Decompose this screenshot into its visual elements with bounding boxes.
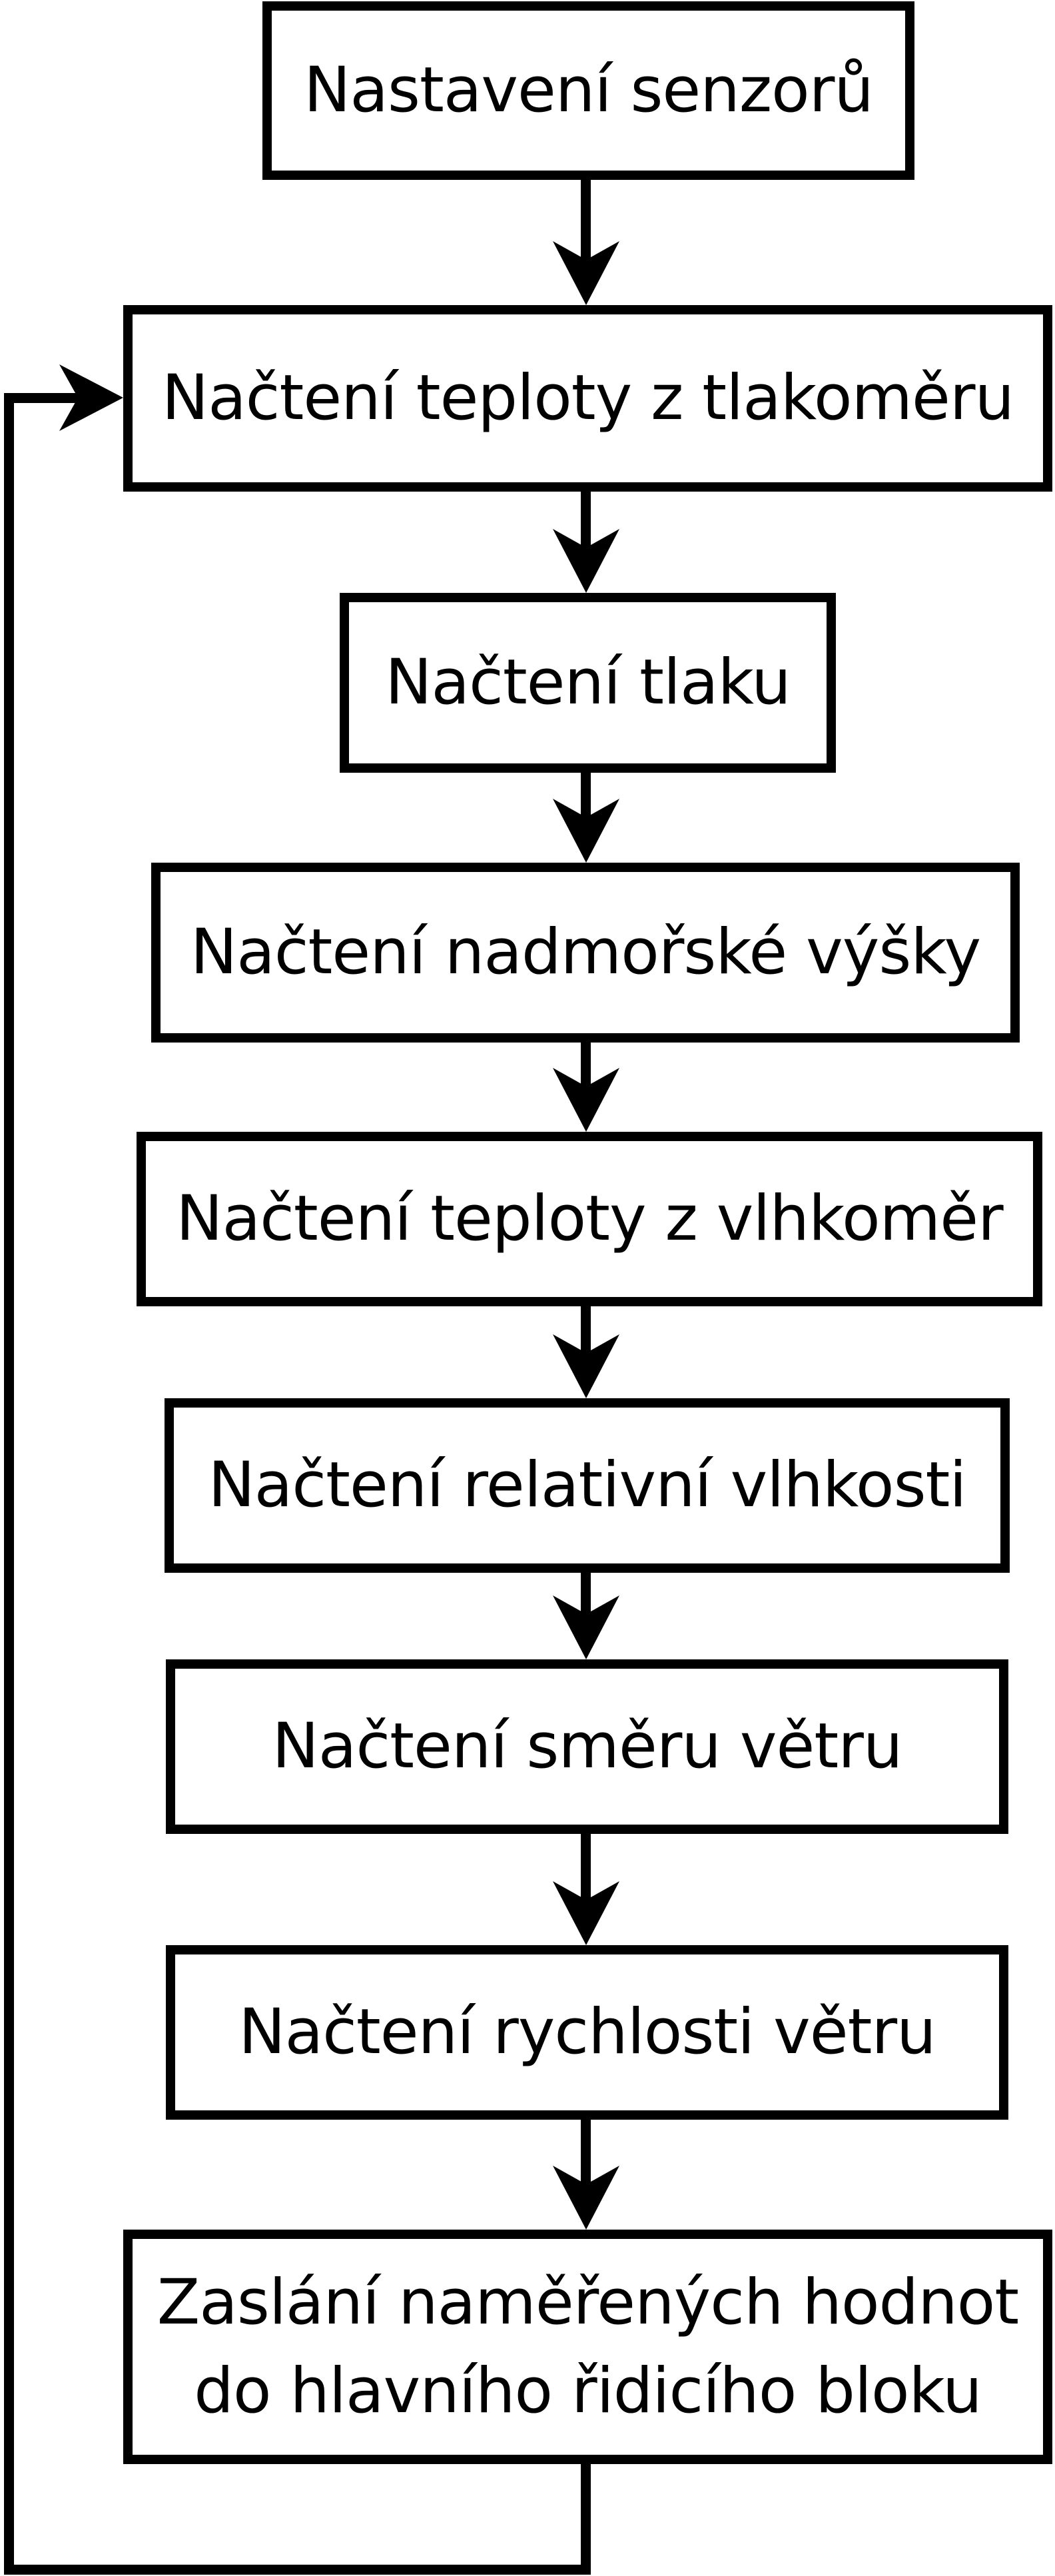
edge-shaft-3: [581, 771, 591, 819]
node-read-temp-hygrometer: Načtení teploty z vlhkoměr: [137, 1132, 1042, 1306]
edge-shaft-5: [581, 1305, 591, 1354]
arrowhead-down-2: [553, 529, 619, 593]
arrowhead-down-3: [553, 799, 619, 863]
node-label: Načtení relativní vlhkosti: [208, 1449, 966, 1522]
loop-segment-bottom: [4, 2565, 591, 2575]
edge-shaft-8: [581, 2118, 591, 2186]
arrowhead-down-4: [553, 1068, 619, 1132]
node-read-wind-speed: Načtení rychlosti větru: [166, 1945, 1008, 2120]
loop-segment-top: [4, 393, 79, 403]
edge-shaft-4: [581, 1041, 591, 1088]
arrowhead-down-5: [553, 1334, 619, 1398]
node-send-values: Zaslání naměřených hodnot do hlavního ři…: [123, 2230, 1052, 2464]
edge-shaft-1: [581, 177, 591, 261]
arrowhead-down-1: [553, 241, 619, 305]
edge-shaft-2: [581, 490, 591, 549]
node-setup-sensors: Nastavení senzorů: [262, 1, 914, 180]
node-read-temp-barometer: Načtení teploty z tlakoměru: [123, 305, 1052, 492]
arrowhead-down-7: [553, 1881, 619, 1945]
edge-shaft-7: [581, 1833, 591, 1901]
edge-shaft-6: [581, 1571, 591, 1615]
node-read-altitude: Načtení nadmořské výšky: [151, 863, 1020, 1043]
arrowhead-right-loop: [59, 364, 123, 431]
node-read-wind-direction: Načtení směru větru: [166, 1659, 1008, 1834]
node-label: Nastavení senzorů: [304, 54, 874, 127]
node-label: Zaslání naměřených hodnot do hlavního ři…: [157, 2266, 1019, 2427]
node-label: Načtení teploty z tlakoměru: [161, 362, 1014, 435]
arrowhead-down-6: [553, 1595, 619, 1659]
loop-segment-down: [581, 2463, 591, 2574]
node-read-rel-humidity: Načtení relativní vlhkosti: [165, 1398, 1010, 1573]
node-read-pressure: Načtení tlaku: [340, 593, 836, 773]
loop-segment-left: [4, 393, 14, 2575]
node-label: Načtení směru větru: [272, 1710, 903, 1783]
node-label: Načtení tlaku: [385, 646, 791, 719]
node-label: Načtení teploty z vlhkoměr: [176, 1182, 1003, 1256]
node-label: Načtení nadmořské výšky: [190, 916, 981, 989]
node-label: Načtení rychlosti větru: [238, 1996, 936, 2069]
arrowhead-down-8: [553, 2166, 619, 2230]
